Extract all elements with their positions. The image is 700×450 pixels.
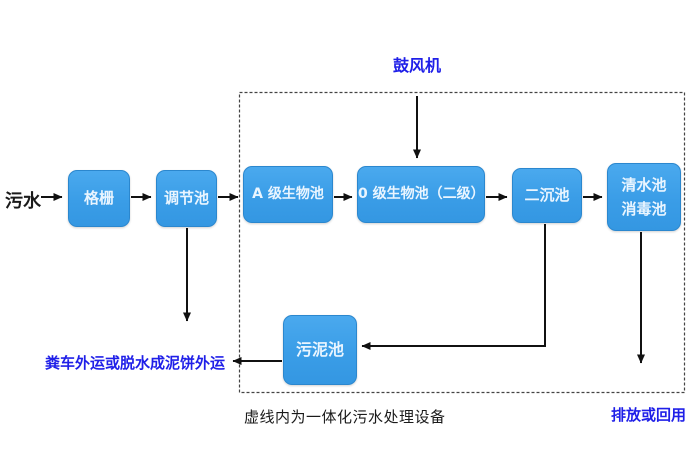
clearwater-line1: 清水池 <box>621 176 667 194</box>
clearwater-line2: 消毒池 <box>621 200 667 218</box>
node-clearwater-disinfection-tank: 清水池 消毒池 <box>607 163 681 231</box>
arrow-secondary-sed-to-sludge <box>361 224 546 350</box>
node-sludge-tank: 污泥池 <box>283 315 357 385</box>
node-a-grade-bio-tank: A 级生物池 <box>243 166 333 223</box>
influent-label: 污水 <box>5 191 41 212</box>
node-grid-screen: 格栅 <box>68 170 130 227</box>
integrated-equipment-dashed-boundary <box>238 91 686 394</box>
dashed-boundary-caption: 虚线内为一体化污水处理设备 <box>244 408 446 426</box>
blower-label: 鼓风机 <box>392 56 441 75</box>
node-o-grade-bio-tank: 0 级生物池（二级） <box>357 166 485 223</box>
sludge-disposal-label: 粪车外运或脱水成泥饼外运 <box>45 354 226 372</box>
node-secondary-sedimentation-tank: 二沉池 <box>512 168 582 223</box>
node-regulating-tank: 调节池 <box>156 170 217 227</box>
discharge-reuse-label: 排放或回用 <box>611 406 687 424</box>
